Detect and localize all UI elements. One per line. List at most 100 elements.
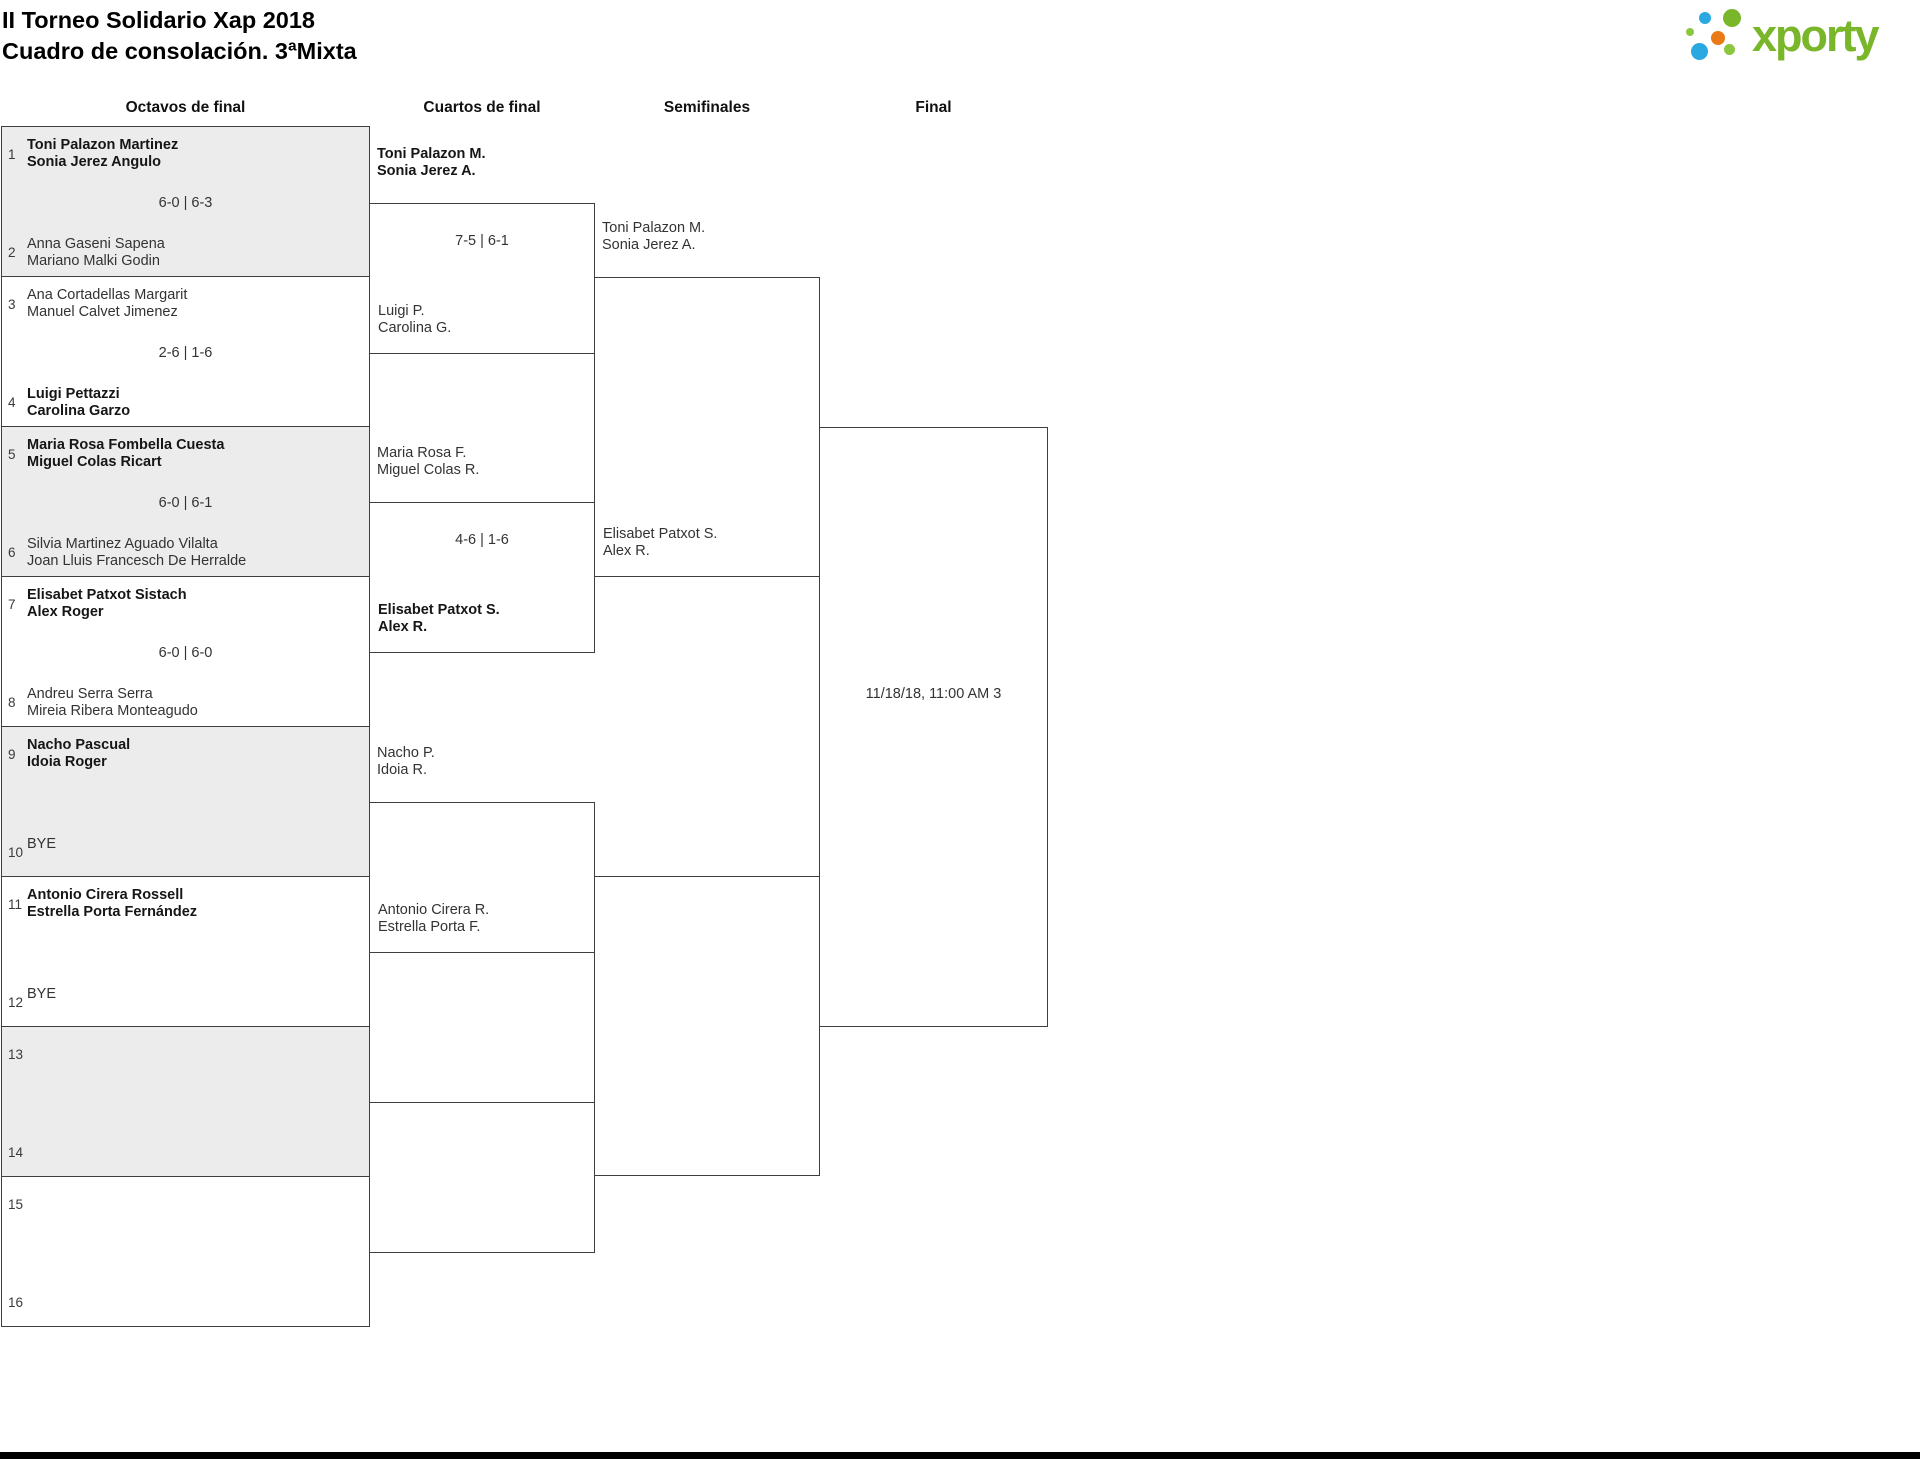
octavos-match-7: 13 14 [1,1026,370,1177]
match-score: 2-6 | 1-6 [158,345,213,361]
seed-number: 12 [8,995,24,1010]
logo-dot-blue-large [1691,43,1708,60]
team-line: BYE [27,836,57,852]
team-line: Toni Palazon M. [602,220,706,236]
final-schedule: 11/18/18, 11:00 AM 3 [865,686,1002,702]
seed-number: 15 [8,1197,24,1212]
advancing-pair: Toni Palazon M. Sonia Jerez A. [377,146,485,179]
logo-dot-green-small [1724,44,1735,55]
team-line: Estrella Porta F. [378,918,481,935]
seed-number: 14 [8,1145,24,1160]
bottom-divider [0,1452,1920,1459]
team-line: Idoia R. [377,761,427,778]
team-line: Sonia Jerez Angulo [27,153,162,170]
pair-names: Elisabet Patxot S. Alex R. [603,526,717,559]
seed-number: 6 [8,545,16,560]
team-line: Luigi Pettazzi [27,386,120,402]
logo-wordmark: xporty [1752,10,1880,61]
pair-names: Luigi Pettazzi Carolina Garzo [27,386,130,419]
pair-names: Maria Rosa Fombella Cuesta Miguel Colas … [27,437,224,470]
team-line: Miguel Colas Ricart [27,453,162,470]
team-line: Carolina Garzo [27,402,131,419]
match-score: 6-0 | 6-3 [158,195,213,211]
team-line: Antonio Cirera R. [378,902,490,918]
match-score: 7-5 | 6-1 [455,233,509,249]
final-match: 11/18/18, 11:00 AM 3 [819,427,1048,1027]
pair-names: Anna Gaseni Sapena Mariano Malki Godin [27,236,165,269]
team-line: Sonia Jerez A. [602,236,696,253]
team-line: Nacho Pascual [27,737,131,753]
octavos-match-6: 11 Antonio Cirera Rossell Estrella Porta… [1,876,370,1027]
round-header-semifinales: Semifinales [663,99,751,116]
pair-names: Elisabet Patxot Sistach Alex Roger [27,587,187,620]
team-line: Nacho P. [377,745,435,761]
team-line: Elisabet Patxot S. [378,602,500,618]
seed-number: 16 [8,1295,24,1310]
match-score: 6-0 | 6-0 [158,645,213,661]
round-header-octavos: Octavos de final [125,99,246,116]
pair-names: Luigi P. Carolina G. [378,303,451,336]
team-line: Toni Palazon M. [377,146,486,162]
cuartos-match-4 [369,1102,595,1253]
pair-names: Ana Cortadellas Margarit Manuel Calvet J… [27,287,187,320]
logo-dot-green-tiny [1686,28,1694,36]
advancing-pair: Maria Rosa F. Miguel Colas R. [377,445,479,478]
team-line: Miguel Colas R. [377,461,480,478]
logo-dot-green-large [1723,9,1741,27]
team-line: Manuel Calvet Jimenez [27,303,178,320]
cuartos-match-2: 4-6 | 1-6 Elisabet Patxot S. Alex R. [369,502,595,653]
team-line: Maria Rosa F. [377,445,467,461]
pair-names: Toni Palazon Martinez Sonia Jerez Angulo [27,137,178,170]
round-header-cuartos: Cuartos de final [423,99,541,116]
team-line: Alex R. [603,542,650,559]
octavos-match-2: 3 Ana Cortadellas Margarit Manuel Calvet… [1,276,370,427]
seed-number: 5 [8,447,16,462]
team-line: Andreu Serra Serra [27,686,153,702]
seed-number: 4 [8,395,16,410]
team-line: Alex Roger [27,603,104,620]
semifinal-match-1: Elisabet Patxot S. Alex R. [594,277,820,577]
seed-number: 8 [8,695,16,710]
logo-dot-orange [1711,31,1725,45]
seed-number: 7 [8,597,16,612]
seed-number: 11 [8,897,23,912]
octavos-match-8: 15 16 [1,1176,370,1327]
team-line: Elisabet Patxot Sistach [27,587,187,603]
pair-names: Elisabet Patxot S. Alex R. [378,602,500,635]
team-line: Alex R. [378,618,428,635]
team-line: Anna Gaseni Sapena [27,236,165,252]
pair-names: Antonio Cirera R. Estrella Porta F. [378,902,489,935]
bracket-subtitle: Cuadro de consolación. 3ªMixta [2,38,357,64]
octavos-match-4: 7 Elisabet Patxot Sistach Alex Roger 6-0… [1,576,370,727]
team-line: Maria Rosa Fombella Cuesta [27,437,225,453]
team-line: Silvia Martinez Aguado Vilalta [27,536,218,552]
advancing-pair: Toni Palazon M. Sonia Jerez A. [602,220,705,253]
match-score: 6-0 | 6-1 [158,495,213,511]
team-line: Antonio Cirera Rossell [27,887,184,903]
team-line: Carolina G. [378,319,452,336]
xporty-logo: xporty [1684,4,1920,70]
logo-dot-blue-small [1699,12,1711,24]
team-line: BYE [27,986,57,1002]
team-line: Ana Cortadellas Margarit [27,287,188,303]
team-line: Idoia Roger [27,753,107,770]
team-line: Elisabet Patxot S. [603,526,718,542]
octavos-match-5: 9 Nacho Pascual Idoia Roger BYE 10 [1,726,370,877]
team-line: Sonia Jerez A. [377,162,476,179]
seed-number: 9 [8,747,16,762]
team-line: Mariano Malki Godin [27,252,160,269]
team-line: Toni Palazon Martinez [27,137,179,153]
semifinal-match-2 [594,876,820,1176]
seed-number: 1 [8,147,16,162]
pair-names: Antonio Cirera Rossell Estrella Porta Fe… [27,887,197,920]
seed-number: 2 [8,245,16,260]
pair-names: Nacho Pascual Idoia Roger [27,737,130,770]
seed-number: 10 [8,845,24,860]
tournament-title: II Torneo Solidario Xap 2018 [2,7,315,33]
page-title: II Torneo Solidario Xap 2018 Cuadro de c… [2,5,357,67]
seed-number: 13 [8,1047,24,1062]
bye-label: BYE [27,836,56,853]
team-line: Joan Lluis Francesch De Herralde [27,552,247,569]
pair-names: Silvia Martinez Aguado Vilalta Joan Llui… [27,536,246,569]
cuartos-match-3: Antonio Cirera R. Estrella Porta F. [369,802,595,953]
